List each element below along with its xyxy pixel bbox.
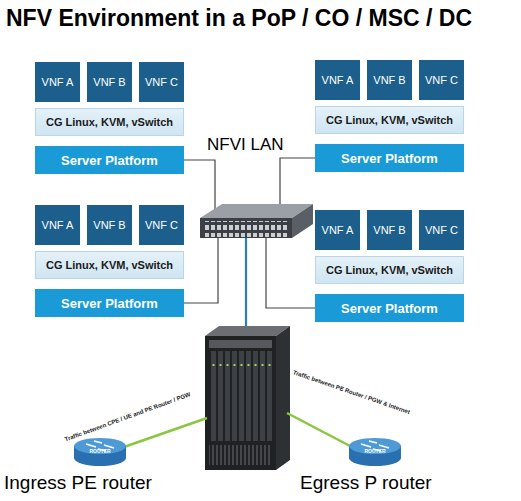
node-text: CG Linux, KVM, vSwitch	[326, 114, 453, 126]
vnf-box: VNF C	[419, 60, 464, 100]
vnf-box: VNF B	[367, 210, 412, 250]
node-text: VNF B	[93, 76, 125, 88]
lan-switch	[200, 204, 313, 238]
server-platform-box: Server Platform	[315, 294, 464, 322]
router-icon-text: ROUTER	[90, 449, 111, 455]
os-layer-band: CG Linux, KVM, vSwitch	[35, 251, 184, 279]
router-symbol	[349, 438, 401, 466]
node-text: VNF C	[425, 74, 458, 86]
uplink-wire	[245, 238, 247, 336]
traffic-link	[287, 413, 350, 446]
network-label: NFVI LAN	[207, 135, 284, 155]
server-platform-box: Server Platform	[315, 144, 464, 172]
node-text: VNF A	[42, 219, 74, 231]
router-symbol	[74, 438, 126, 466]
vnf-box: VNF C	[139, 205, 184, 245]
node-text: VNF C	[425, 224, 458, 236]
node-text: CG Linux, KVM, vSwitch	[326, 264, 453, 276]
node-text: Server Platform	[341, 151, 438, 166]
lan-wire	[280, 158, 315, 204]
page-title: NFV Environment in a PoP / CO / MSC / DC	[6, 5, 472, 32]
vnf-box: VNF A	[315, 210, 360, 250]
os-layer-band: CG Linux, KVM, vSwitch	[35, 108, 184, 136]
node-text: Server Platform	[61, 153, 158, 168]
node-text: VNF C	[145, 219, 178, 231]
node-text: VNF A	[42, 76, 74, 88]
node-text: CG Linux, KVM, vSwitch	[46, 116, 173, 128]
node-text: VNF A	[322, 224, 354, 236]
router-name: Ingress PE router	[4, 472, 152, 494]
server-platform-box: Server Platform	[35, 146, 184, 174]
traffic-note: Traffic between PE Router / PGW & Intern…	[292, 369, 411, 416]
os-layer-band: CG Linux, KVM, vSwitch	[315, 256, 464, 284]
vnf-box: VNF B	[87, 205, 132, 245]
lan-wires	[184, 158, 315, 308]
traffic-link	[124, 418, 207, 447]
vnf-box: VNF B	[367, 60, 412, 100]
vnf-box: VNF A	[315, 60, 360, 100]
os-layer-band: CG Linux, KVM, vSwitch	[315, 106, 464, 134]
traffic-links	[124, 413, 350, 447]
vnf-box: VNF B	[87, 62, 132, 102]
router-icon-text: ROUTER	[365, 449, 386, 455]
lan-wire	[184, 160, 215, 209]
node-text: VNF B	[93, 219, 125, 231]
router-chassis	[205, 326, 290, 470]
router-name: Egress P router	[300, 472, 432, 494]
node-text: CG Linux, KVM, vSwitch	[46, 259, 173, 271]
node-text: Server Platform	[61, 296, 158, 311]
lan-wire	[184, 238, 218, 303]
traffic-note: Traffic between CPE / UE and PE Router /…	[64, 391, 192, 443]
node-text: Server Platform	[341, 301, 438, 316]
vnf-box: VNF A	[35, 205, 80, 245]
node-text: VNF B	[373, 224, 405, 236]
vnf-box: VNF A	[35, 62, 80, 102]
vnf-box: VNF C	[139, 62, 184, 102]
node-text: VNF A	[322, 74, 354, 86]
node-text: VNF B	[373, 74, 405, 86]
server-platform-box: Server Platform	[35, 289, 184, 317]
node-text: VNF C	[145, 76, 178, 88]
vnf-box: VNF C	[419, 210, 464, 250]
lan-wire	[266, 238, 315, 308]
